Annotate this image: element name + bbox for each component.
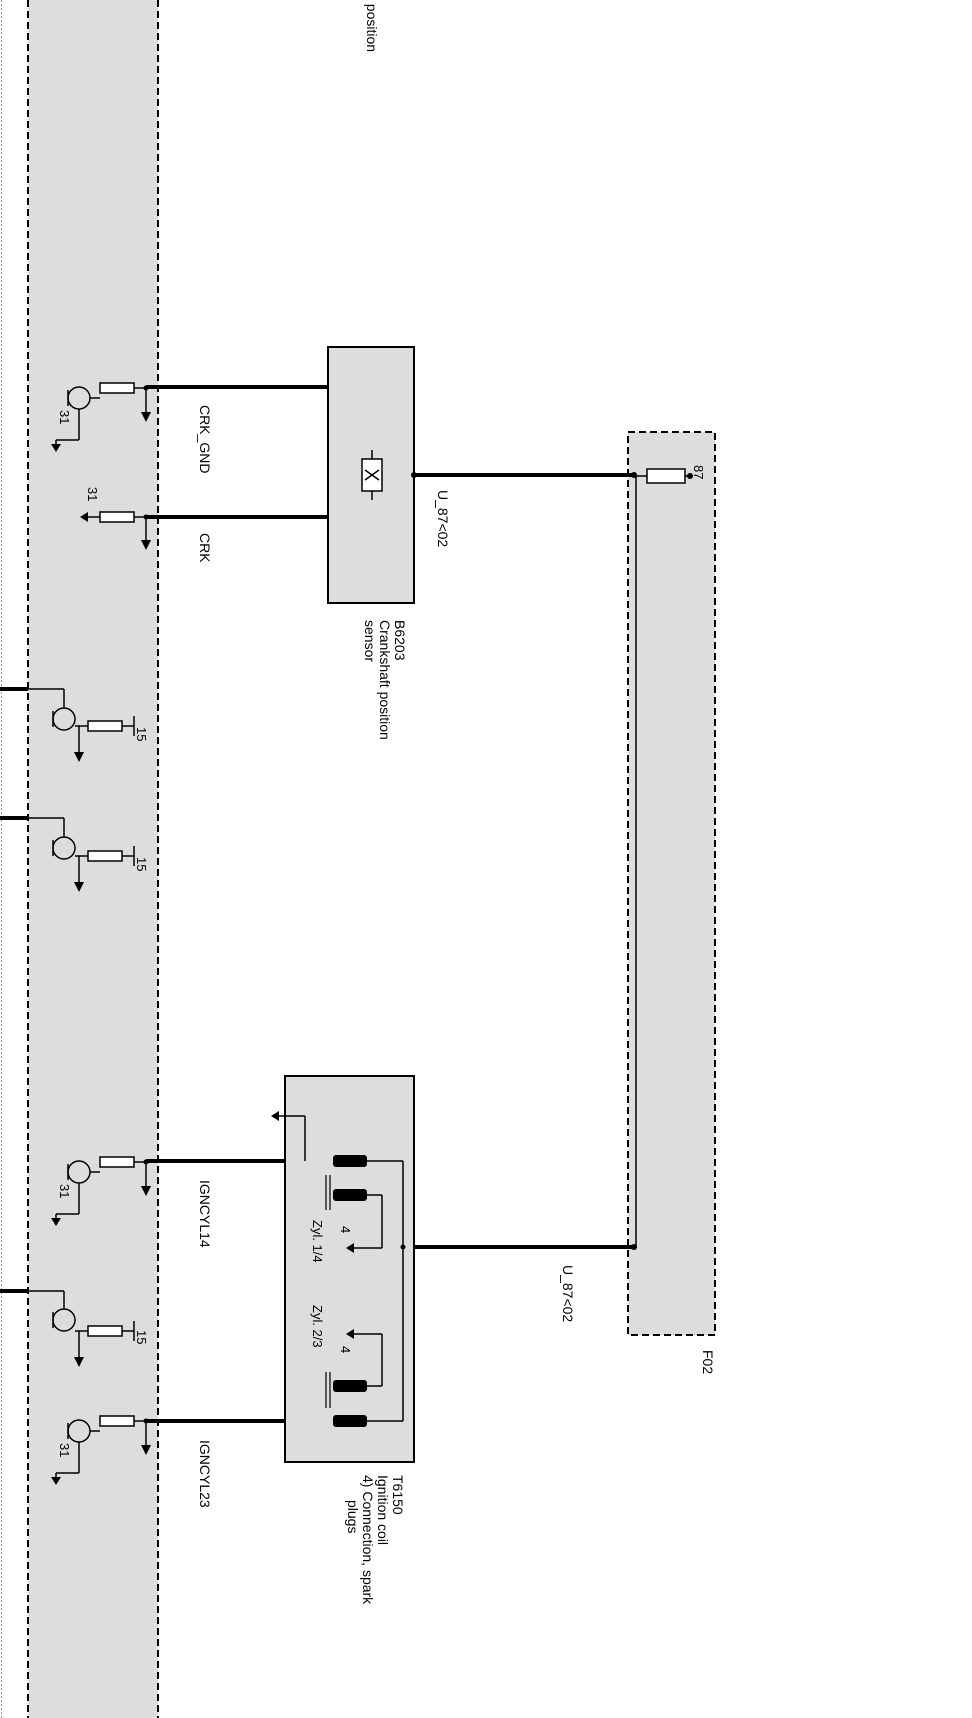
b6203-id: B6203 xyxy=(392,620,408,661)
t6150-name-2: 4) Connection, spark xyxy=(360,1475,376,1605)
t6150-name-1: Ignition coil xyxy=(375,1475,391,1545)
zyl14-label: Zyl. 1/4 xyxy=(310,1220,325,1263)
driver-arrowheads xyxy=(51,385,151,1485)
b6203-name-1: Crankshaft position xyxy=(377,620,393,740)
u87-top-label: U_87<02 xyxy=(435,490,451,547)
pin-31-c: 31 xyxy=(57,1184,72,1198)
fuse-box-f02 xyxy=(627,431,716,1336)
pin-15-b: 15 xyxy=(134,857,149,871)
u87-bottom-label: U_87<02 xyxy=(560,1265,576,1322)
pin-15-a: 15 xyxy=(134,727,149,741)
coil-num-a: 4 xyxy=(338,1226,353,1233)
pin-31-a: 31 xyxy=(57,410,72,424)
wires xyxy=(0,385,634,1423)
crk-gnd-label: CRK_GND xyxy=(197,405,213,473)
crk-label: CRK xyxy=(197,533,213,563)
pin-31-b: 31 xyxy=(85,487,100,501)
coil-num-b: 4 xyxy=(338,1346,353,1353)
zyl23-label: Zyl. 2/3 xyxy=(310,1305,325,1348)
module-t6150 xyxy=(284,1075,415,1463)
pin-31-d: 31 xyxy=(57,1443,72,1457)
coil-windings xyxy=(271,1111,406,1427)
t6150-id: T6150 xyxy=(390,1475,406,1515)
pin-15-c: 15 xyxy=(134,1330,149,1344)
f02-pin-label: 87 xyxy=(691,465,706,479)
b6203-name-2: sensor xyxy=(362,620,378,662)
igncyl23-label: IGNCYL23 xyxy=(197,1440,213,1508)
f02-id: F02 xyxy=(700,1350,716,1374)
fuse-87-symbol xyxy=(646,468,693,484)
top-clipped-label: t position xyxy=(364,0,380,52)
wire-junctions xyxy=(411,472,637,1250)
t6150-name-3: plugs xyxy=(345,1500,361,1533)
igncyl14-label: IGNCYL14 xyxy=(197,1180,213,1248)
crankshaft-sensor-symbol xyxy=(361,450,383,500)
